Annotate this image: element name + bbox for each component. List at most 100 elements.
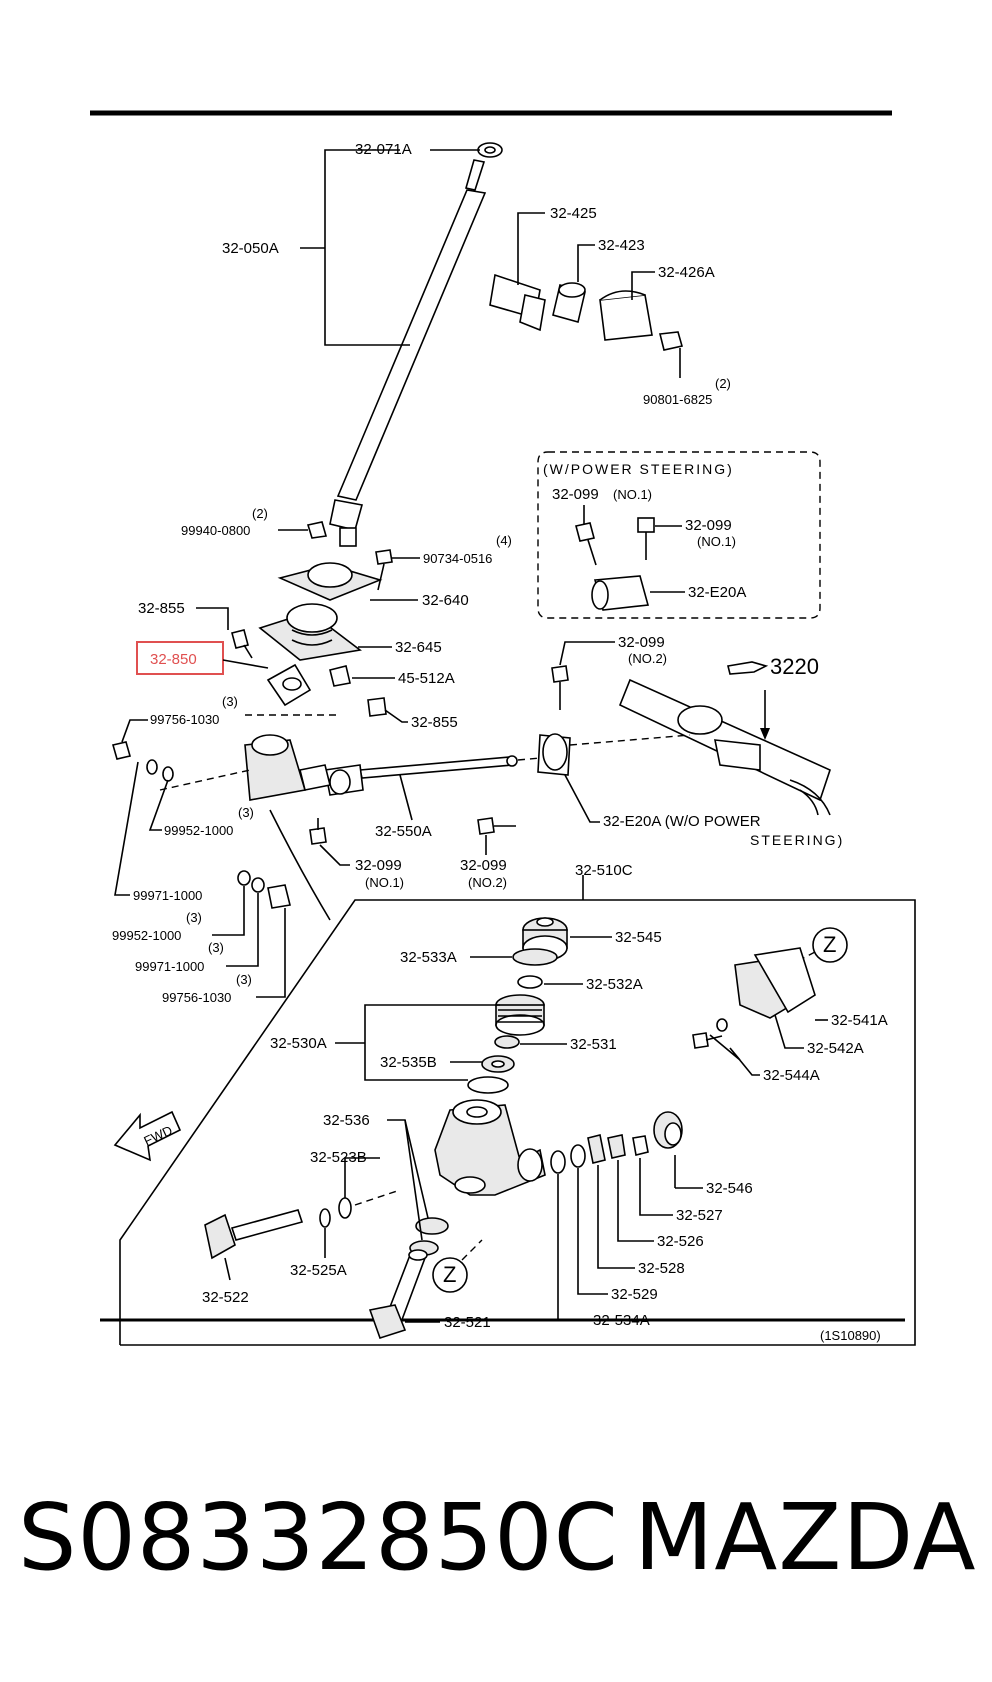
label-32-099-box-right-no: (NO.1) xyxy=(697,534,736,549)
label-32-099-box-left-no: (NO.1) xyxy=(613,487,652,502)
bolt-32-099-no2-top xyxy=(551,665,569,710)
qty-99971-bottom: (3) xyxy=(208,940,224,955)
label-32-536: 32-536 xyxy=(323,1112,370,1129)
washer-32-523B xyxy=(338,1197,352,1219)
label-32-099-box-left: 32-099 xyxy=(552,486,599,503)
label-32-050A: 32-050A xyxy=(222,240,279,257)
power-steering-box xyxy=(537,451,821,619)
label-99940-0800: 99940-0800 xyxy=(181,523,250,538)
label-32-530A: 32-530A xyxy=(270,1035,327,1052)
washer-99971-bottom xyxy=(251,877,265,893)
label-32-542A: 32-542A xyxy=(807,1040,864,1057)
gasket-32-542A xyxy=(753,947,816,1014)
label-99952-1000-bottom: 99952-1000 xyxy=(112,928,181,943)
sector-shaft-32-521 xyxy=(368,1249,428,1339)
label-32-521: 32-521 xyxy=(444,1314,491,1331)
locknut-32-527 xyxy=(632,1135,649,1156)
label-32-550A: 32-550A xyxy=(375,823,432,840)
adjuster-32-530A xyxy=(495,994,545,1036)
highlight-box-32-850 xyxy=(136,641,224,675)
circle-Z-top xyxy=(812,927,848,963)
part-number: S08332850C xyxy=(18,1484,619,1591)
label-32-645: 32-645 xyxy=(395,639,442,656)
label-32-526: 32-526 xyxy=(657,1233,704,1250)
steering-column-shaft xyxy=(329,142,503,547)
boot-32-645 xyxy=(258,603,362,661)
label-Z-top: Z xyxy=(823,932,836,957)
bearing-32-533A xyxy=(512,948,558,966)
qty-99940: (2) xyxy=(252,506,268,521)
label-32-522: 32-522 xyxy=(202,1289,249,1306)
bearing-32-535B xyxy=(481,1055,515,1073)
bolt-99940 xyxy=(306,521,328,539)
label-32-546: 32-546 xyxy=(706,1180,753,1197)
label-99952-1000-top: 99952-1000 xyxy=(164,823,233,838)
label-32-525A: 32-525A xyxy=(290,1262,347,1279)
label-32-529: 32-529 xyxy=(611,1286,658,1303)
qty-99952-top: (3) xyxy=(238,805,254,820)
qty-99756-bottom: (3) xyxy=(236,972,252,987)
label-32-423: 32-423 xyxy=(598,237,645,254)
label-32-099-no2-top: 32-099 xyxy=(618,634,665,651)
nut-45-512A xyxy=(329,665,351,687)
reference-code: (1S10890) xyxy=(820,1328,881,1343)
label-32-534A: 32-534A xyxy=(593,1312,650,1329)
label-32-533A: 32-533A xyxy=(400,949,457,966)
bolt-32-855-top xyxy=(231,629,253,659)
label-32-E20A-wo: 32-E20A (W/O POWER xyxy=(603,813,761,830)
label-32-426A: 32-426A xyxy=(658,264,715,281)
label-32-099-no2-top-no: (NO.2) xyxy=(628,651,667,666)
label-32-099-no1-lower: 32-099 xyxy=(355,857,402,874)
bolt-32-099-box-right xyxy=(637,517,655,560)
washer-99952-top xyxy=(162,766,174,782)
label-90801-6825: 90801-6825 xyxy=(643,392,712,407)
bolt-32-099-no1-lower xyxy=(309,818,327,845)
qty-90801: (2) xyxy=(715,376,731,391)
boot-32-640 xyxy=(277,562,383,601)
label-32-541A: 32-541A xyxy=(831,1012,888,1029)
label-32-099-no1-lower-no: (NO.1) xyxy=(365,875,404,890)
label-32-528: 32-528 xyxy=(638,1260,685,1277)
label-99971-1000-top: 99971-1000 xyxy=(133,888,202,903)
washer-99971-top xyxy=(146,759,158,775)
bolt-32-544A xyxy=(692,1018,728,1049)
fwd-arrow-icon: FWD xyxy=(113,1110,182,1162)
label-32-099-no2-lower: 32-099 xyxy=(460,857,507,874)
qty-99756-top: (3) xyxy=(222,694,238,709)
label-32-527: 32-527 xyxy=(676,1207,723,1224)
label-32-640: 32-640 xyxy=(422,592,469,609)
coupling-32-E20A-box xyxy=(591,575,650,611)
adjust-nut-32-526 xyxy=(607,1134,626,1159)
race-32-535B xyxy=(467,1076,509,1094)
label-32-099-no2-lower-no: (NO.2) xyxy=(468,875,507,890)
label-32-071A: 32-071A xyxy=(355,141,412,158)
bolt-90801 xyxy=(659,331,684,378)
washer-32-534A xyxy=(550,1150,566,1174)
bolt-32-099-no2-lower xyxy=(477,817,516,835)
label-90734-0516: 90734-0516 xyxy=(423,551,492,566)
clamp-32-426A xyxy=(599,290,653,341)
label-32-850-highlighted: 32-850 xyxy=(150,651,197,668)
washer-32-529 xyxy=(570,1144,586,1168)
label-99756-1030-bottom: 99756-1030 xyxy=(162,990,231,1005)
oil-seal-32-546 xyxy=(653,1111,683,1149)
washer-32-525A xyxy=(319,1208,331,1228)
gear-assembly-frame xyxy=(119,899,916,1346)
worm-shaft-32-522 xyxy=(204,1209,304,1260)
brand-name: MAZDA xyxy=(634,1484,977,1591)
label-32-510C: 32-510C xyxy=(575,862,633,879)
intermediate-shaft-32-550A xyxy=(324,755,518,796)
ring-32-532A xyxy=(517,975,543,989)
label-32-E20A-box: 32-E20A xyxy=(688,584,746,601)
label-99756-1030-top: 99756-1030 xyxy=(150,712,219,727)
label-45-512A: 45-512A xyxy=(398,670,455,687)
pointing-hand-icon xyxy=(727,661,769,675)
gear-housing-main xyxy=(434,1099,546,1196)
bolt-32-099-box-left xyxy=(575,522,597,566)
label-32-544A: 32-544A xyxy=(763,1067,820,1084)
coupling-32-E20A xyxy=(537,733,571,776)
callout-3220: 3220 xyxy=(770,654,819,679)
nut-32-528 xyxy=(587,1134,606,1164)
label-32-099-box-right: 32-099 xyxy=(685,517,732,534)
